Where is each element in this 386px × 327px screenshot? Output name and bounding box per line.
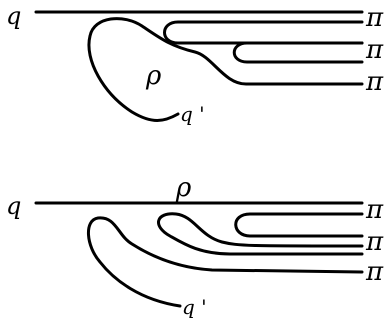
- top-pi-label-2: π: [365, 35, 384, 65]
- top-diagram: q ρ q ' π π π: [6, 2, 384, 126]
- top-outer-hairpin: [163, 20, 364, 45]
- bottom-pi-label-1: π: [365, 195, 384, 225]
- top-pi-label-1: π: [365, 3, 384, 33]
- bottom-q-prime-label: q ': [182, 295, 207, 319]
- bottom-diagram: q ρ q ' π π π: [6, 173, 384, 319]
- bottom-q-label: q: [6, 192, 21, 220]
- bottom-middle-loop: [157, 212, 364, 256]
- bottom-pi-label-3: π: [365, 257, 384, 287]
- bottom-pi-label-2: π: [365, 227, 384, 257]
- bottom-inner-hairpin: [234, 212, 364, 238]
- bottom-loop-line: [87, 216, 364, 308]
- top-q-label: q: [6, 2, 21, 30]
- top-loop-line: [87, 17, 364, 122]
- top-inner-hairpin: [232, 41, 364, 64]
- bottom-rho-label: ρ: [175, 173, 192, 203]
- top-pi-label-3: π: [365, 67, 384, 97]
- top-rho-label: ρ: [145, 61, 162, 91]
- top-q-prime-label: q ': [180, 102, 205, 126]
